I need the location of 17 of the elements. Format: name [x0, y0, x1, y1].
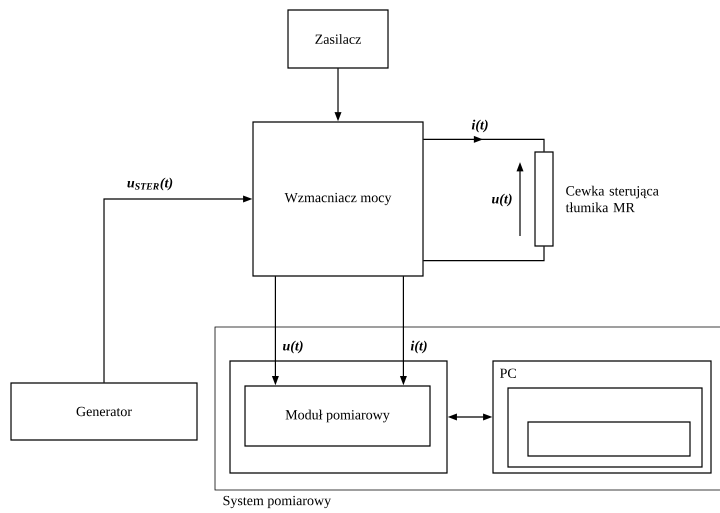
edge-label: u(t)	[283, 340, 303, 354]
voltage-label: u(t)	[492, 194, 512, 206]
device-box	[229, 360, 448, 474]
process-box: Wzmacniacz mocy	[252, 121, 424, 277]
coil-box	[534, 151, 554, 247]
process-box: Moduł pomiarowy	[244, 385, 431, 447]
edge-label: i(t)	[410, 340, 427, 354]
software-box	[507, 387, 703, 468]
arrow	[424, 136, 545, 152]
node-label: System pomiarowy	[224, 496, 332, 508]
process-box: Zasilacz	[287, 9, 389, 69]
coil-caption: Cewka sterująca tłumika MR	[566, 186, 659, 212]
process-box: Generator	[10, 382, 198, 441]
software-box	[527, 421, 691, 457]
edge-label: u$_{STER}$(t)	[127, 178, 172, 190]
group-box: PC	[492, 360, 712, 474]
edge-label: i(t)	[472, 120, 488, 132]
